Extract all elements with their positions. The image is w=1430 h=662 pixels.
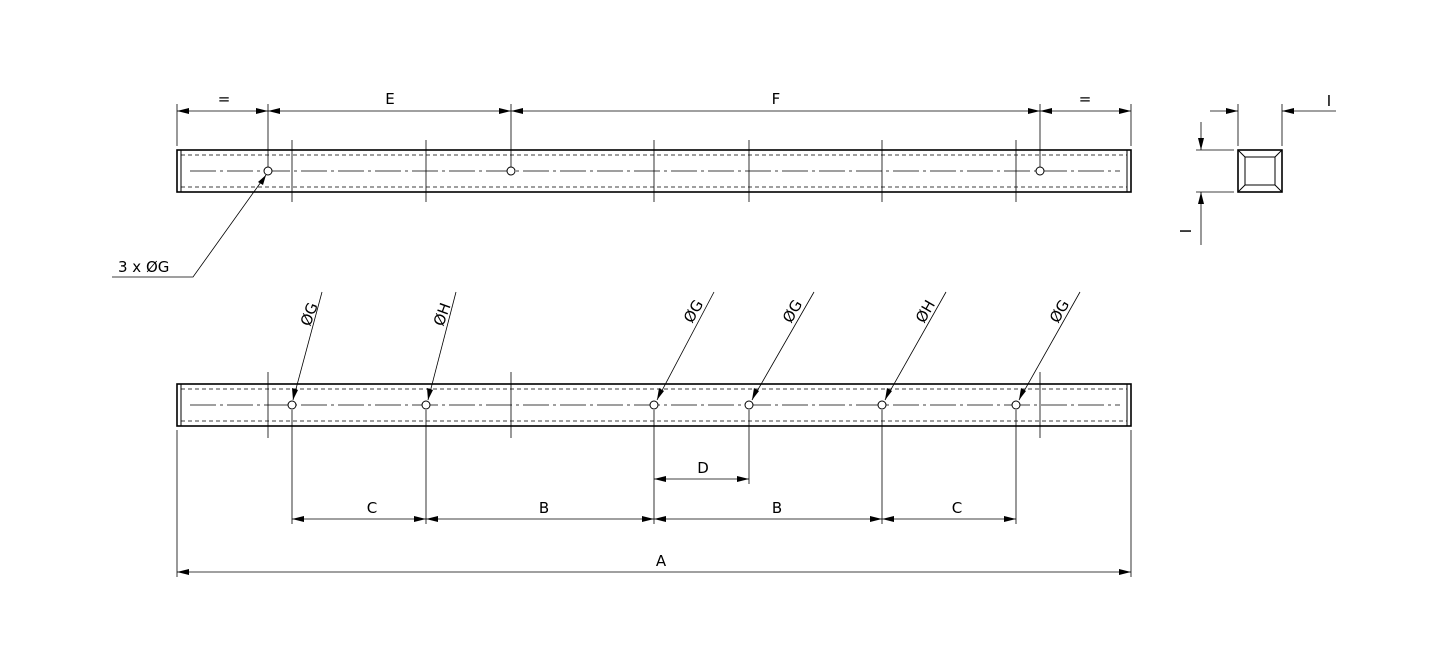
dim-c-left: C: [367, 499, 377, 517]
dim-e: E: [385, 90, 394, 108]
front-hole-callout-5: ØH: [912, 297, 939, 326]
front-hole-2: [421, 400, 431, 410]
top-hole-leader: [112, 174, 267, 278]
dim-overall: A: [656, 552, 667, 570]
section-inner-square: [1244, 156, 1276, 186]
front-hole-4: [744, 400, 754, 410]
front-hole-callout-6: ØG: [1046, 297, 1073, 326]
front-hole-3: [649, 400, 659, 410]
top-view: = E F = 3 x ØG: [112, 90, 1132, 278]
dim-b-right: B: [772, 499, 782, 517]
front-hole-6: [1011, 400, 1021, 410]
front-hole-callout-3: ØG: [680, 297, 707, 326]
top-hole-callout: 3 x ØG: [118, 258, 169, 276]
front-hole-callout-4: ØG: [779, 297, 806, 326]
front-hole-5: [877, 400, 887, 410]
section-size-label-vertical: I: [1177, 229, 1195, 233]
dim-c-right: C: [952, 499, 962, 517]
top-hole-3: [1035, 166, 1045, 176]
section-size-label-horizontal: I: [1327, 92, 1331, 110]
dim-b-left: B: [539, 499, 549, 517]
dim-right-equal: =: [1079, 90, 1092, 108]
front-hole-1: [287, 400, 297, 410]
top-hole-2: [506, 166, 516, 176]
dim-d: D: [697, 459, 709, 477]
dim-left-equal: =: [218, 90, 231, 108]
section-view: I I: [1177, 92, 1336, 245]
top-hole-1: [263, 166, 273, 176]
section-outer-square: [1237, 149, 1283, 193]
dim-f: F: [772, 90, 781, 108]
front-view: ØG ØH ØG ØG ØH ØG D: [176, 291, 1132, 577]
front-hole-callout-2: ØH: [430, 301, 455, 329]
front-hole-callout-1: ØG: [297, 300, 322, 328]
